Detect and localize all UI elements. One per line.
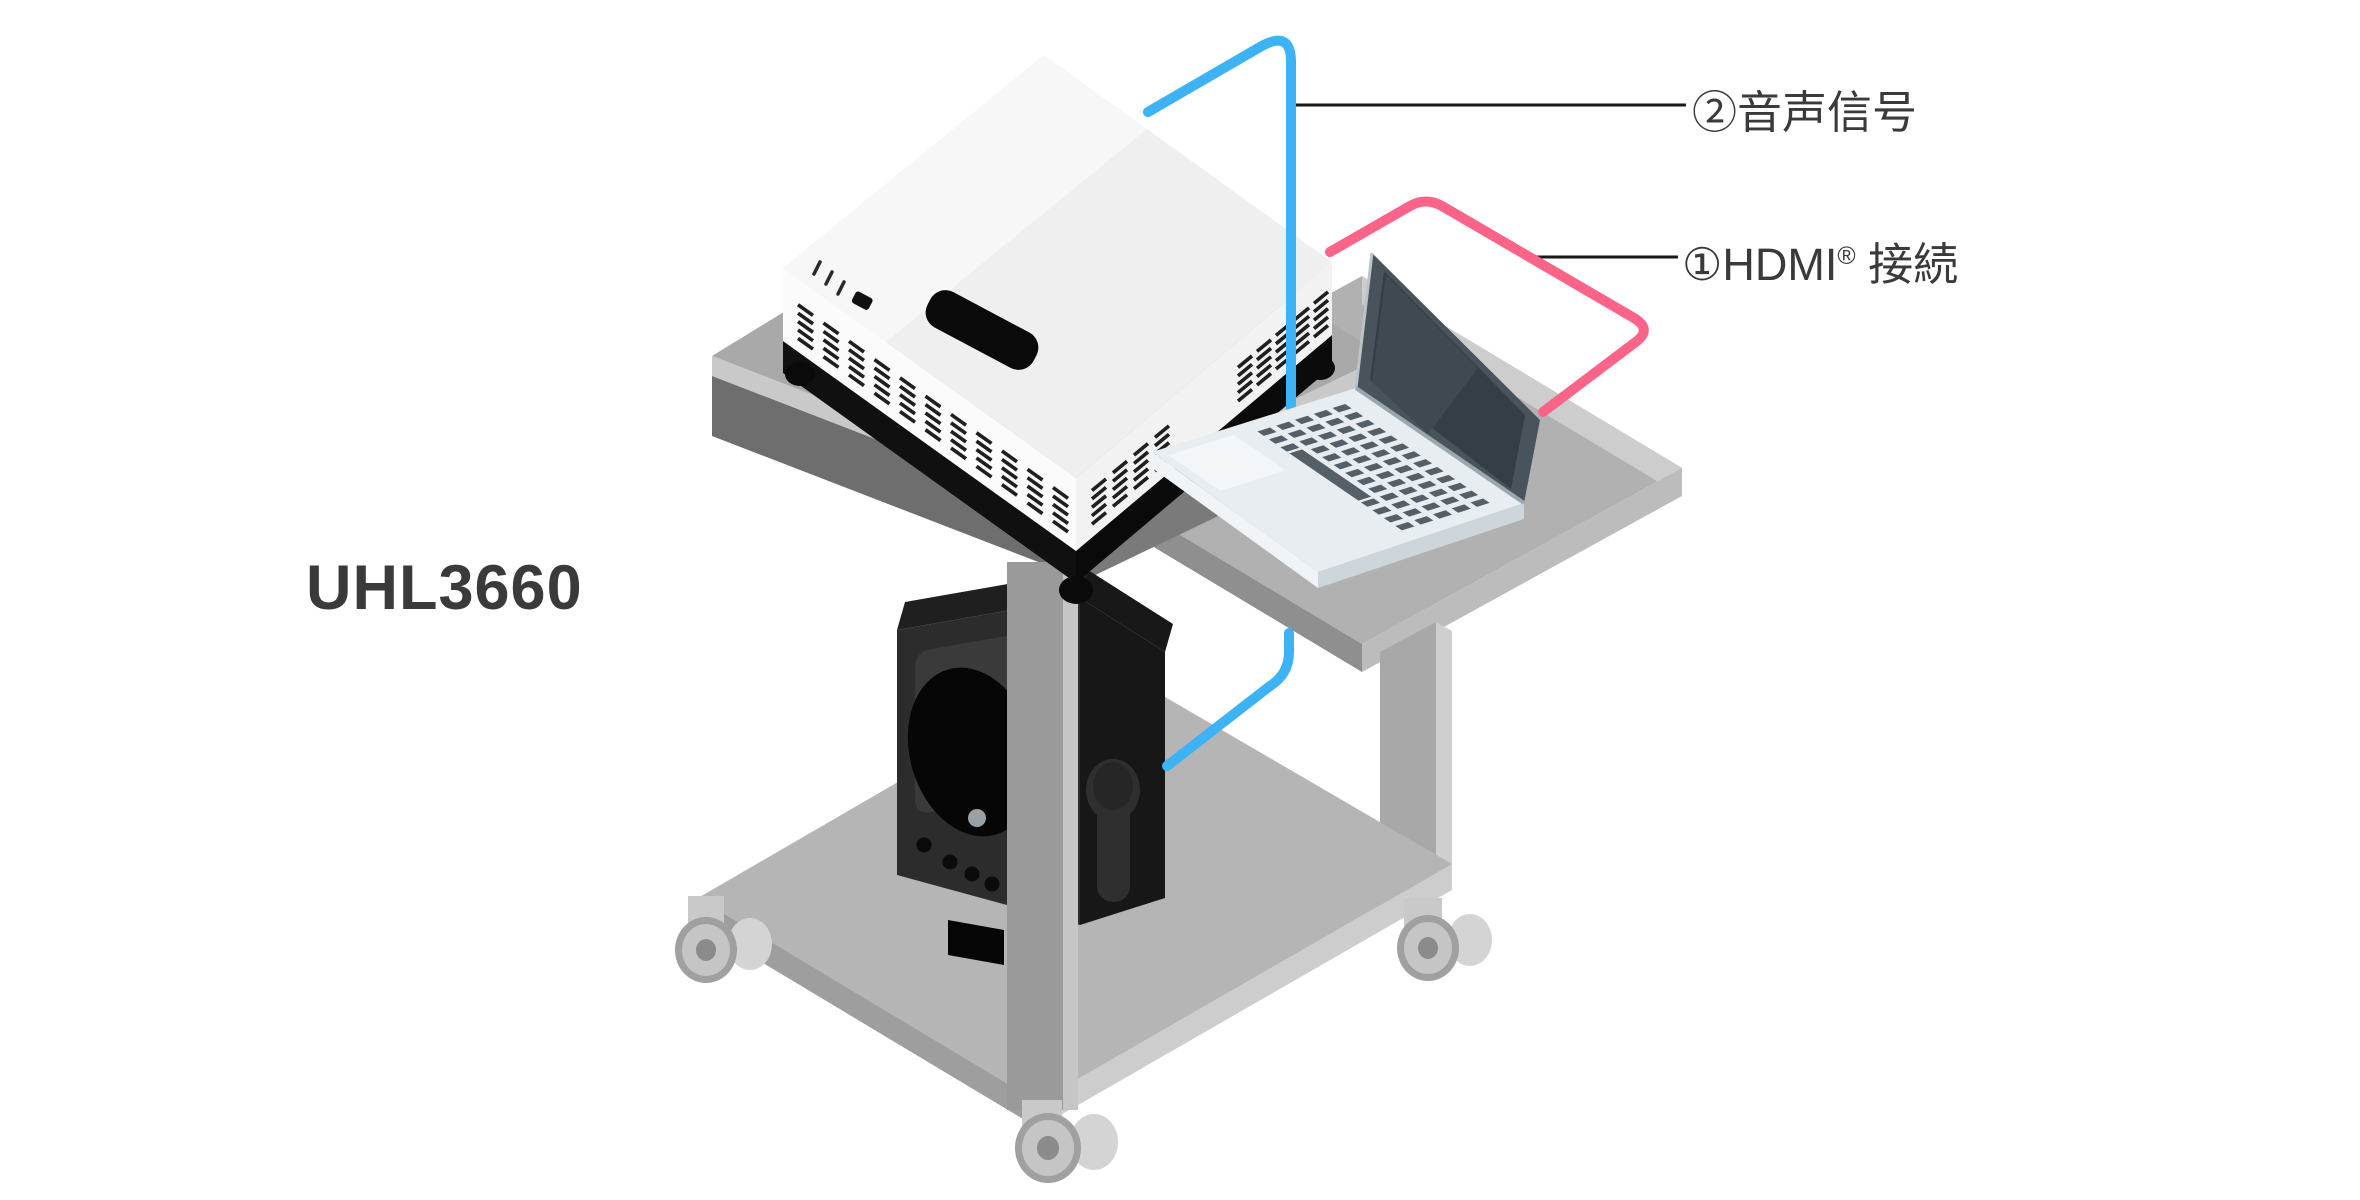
speaker-base xyxy=(948,920,1004,965)
cable-audio xyxy=(1143,35,1296,460)
cart-pole xyxy=(1007,562,1078,1110)
laptop-touchpad xyxy=(1168,434,1286,491)
projector-vents-left xyxy=(796,303,1070,534)
laptop xyxy=(1152,252,1540,588)
projector-foot xyxy=(1305,356,1335,380)
projector-foot xyxy=(785,362,815,386)
audio-label-text: ②音声信号 xyxy=(1692,87,1918,138)
hdmi-label-prefix: ①HDMI xyxy=(1682,239,1838,290)
projector-vents-right xyxy=(1090,290,1330,526)
laptop-screen-sheen xyxy=(1372,275,1478,434)
caster-right xyxy=(1397,898,1492,981)
speaker-side-knob xyxy=(1086,759,1140,902)
hdmi-label-suffix: 接続 xyxy=(1855,239,1959,290)
callout-hdmi-label: ①HDMI® 接続 xyxy=(1682,228,1958,293)
speaker-woofer xyxy=(907,667,1037,837)
projector-lens-slot xyxy=(925,290,1039,370)
cable-audio-lower xyxy=(1162,628,1294,771)
laptop-base xyxy=(1152,386,1526,588)
projector-indicator-marks xyxy=(812,260,846,296)
cable-hdmi xyxy=(1325,196,1649,417)
caster-left xyxy=(675,896,772,983)
callout-audio-label: ②音声信号 xyxy=(1692,76,1917,141)
projector-button xyxy=(851,291,873,310)
caster-front xyxy=(1015,1100,1118,1183)
laptop-keyboard xyxy=(1257,403,1490,531)
model-label: UHL3660 xyxy=(306,553,583,623)
registered-mark: ® xyxy=(1837,243,1856,270)
laptop-lid xyxy=(1354,252,1540,503)
projector-foot xyxy=(1059,576,1093,604)
